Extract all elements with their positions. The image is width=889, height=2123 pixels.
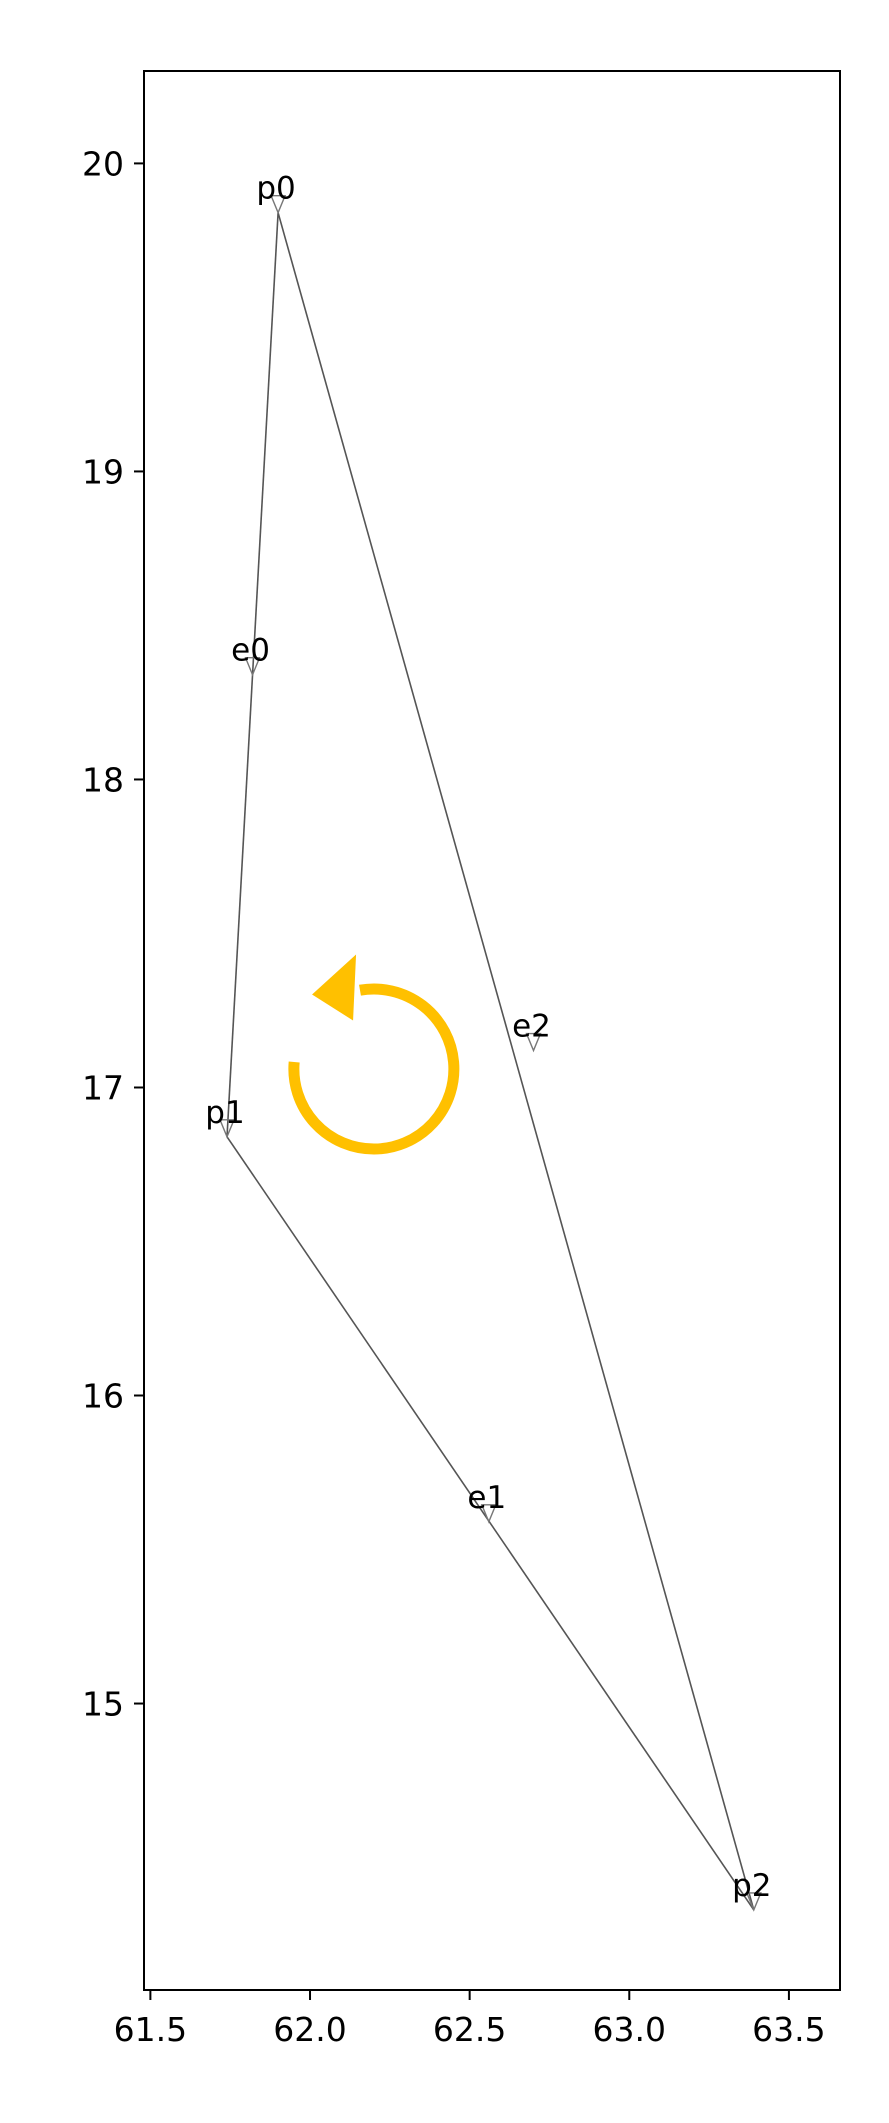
y-tick-label-4: 19 (82, 452, 124, 491)
point-label-e1: e1 (467, 1480, 506, 1516)
x-tick-label-1: 62.0 (273, 2010, 346, 2049)
x-tick-label-4: 63.5 (752, 2010, 825, 2049)
point-marker-p1 (218, 1119, 236, 1139)
polygon-edge-2 (277, 212, 755, 1911)
polygon-edge-1 (226, 1136, 755, 1911)
plot-area: p0 p1 p2 e0 e1 e2 61.5 62.0 62.5 63.0 63.5 15 16 17 18… (82, 70, 841, 2049)
point-marker-p2 (745, 1892, 762, 1912)
y-tick-label-5: 20 (82, 144, 124, 183)
point-marker-e2 (525, 1032, 542, 1053)
point-marker-e1 (480, 1504, 497, 1524)
x-tick-label-2: 62.5 (433, 2010, 506, 2049)
point-marker-p0 (270, 194, 287, 215)
axes-frame (143, 70, 841, 1991)
x-tick-label-0: 61.5 (114, 2010, 187, 2049)
point-label-e2: e2 (512, 1009, 551, 1045)
point-label-e0: e0 (231, 633, 270, 669)
y-tick-label-3: 18 (82, 760, 124, 799)
y-tick-label-1: 16 (82, 1377, 124, 1416)
point-label-p2: p2 (732, 1868, 771, 1904)
point-label-p0: p0 (256, 171, 295, 207)
orientation-arrow-arc (288, 983, 460, 1155)
x-tick-label-3: 63.0 (593, 2010, 666, 2049)
point-label-p1: p1 (205, 1095, 244, 1131)
y-tick-label-2: 17 (82, 1068, 124, 1107)
point-marker-e0 (244, 657, 261, 677)
orientation-arrow-head (312, 954, 357, 1021)
y-tick-label-0: 15 (82, 1685, 124, 1724)
